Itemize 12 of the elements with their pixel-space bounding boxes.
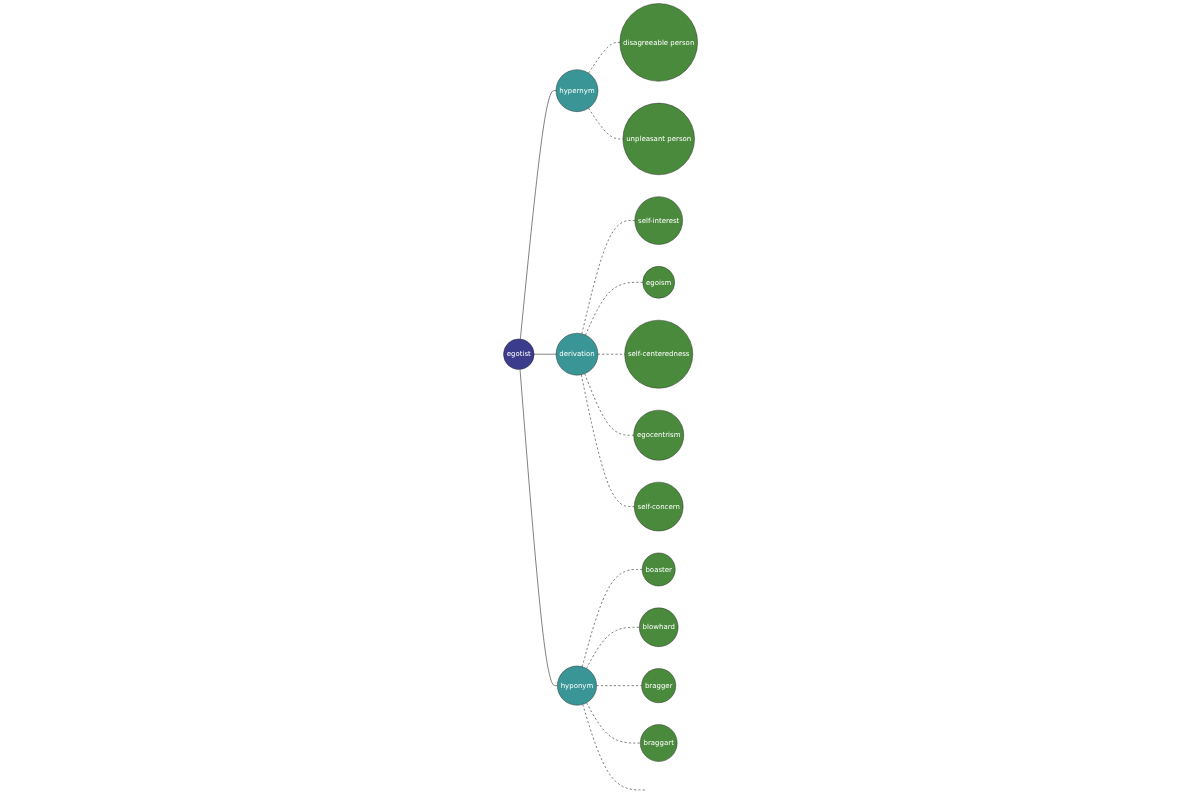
connector [595, 685, 642, 686]
connector [533, 353, 556, 355]
connector [519, 369, 558, 686]
connector [519, 90, 556, 340]
connector [587, 107, 623, 140]
connector [581, 569, 642, 668]
connector [584, 282, 643, 336]
connector [587, 42, 620, 74]
connector [583, 373, 634, 436]
connector [597, 353, 625, 355]
connector [580, 374, 634, 507]
connector [581, 220, 635, 335]
